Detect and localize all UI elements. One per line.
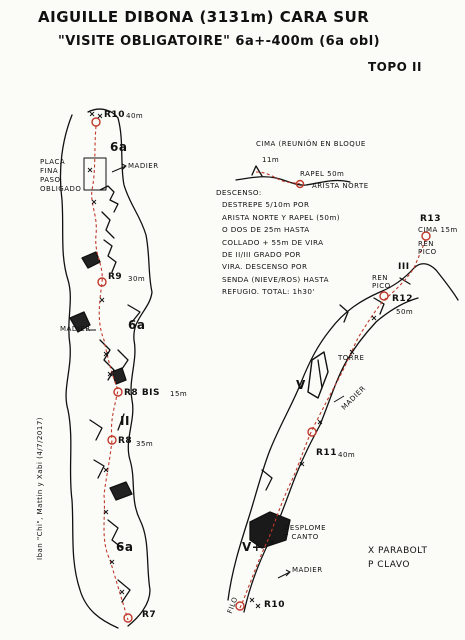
cima-length: 11m xyxy=(262,156,280,164)
belay-r10-right-label: R10 xyxy=(264,600,285,610)
placa-note: PLACA FINA PASO OBLIGADO xyxy=(40,158,82,193)
arista-label: ARISTA NORTE xyxy=(312,182,369,190)
placa-box xyxy=(83,157,107,191)
roman-v-label: V xyxy=(296,378,306,392)
roman-iii-label: III xyxy=(398,262,410,272)
ren-pico-lower: REN PICO xyxy=(372,274,391,290)
left-route xyxy=(91,125,129,621)
cima-label: CIMA (REUNIÓN EN BLOQUE xyxy=(256,140,366,148)
madier-mid-label: MADIER xyxy=(60,325,91,333)
vplus-label: V+ xyxy=(242,540,263,554)
topo-number: TOPO II xyxy=(368,60,422,74)
r13-note: CIMA 15m xyxy=(418,226,458,234)
belay-r12-length: 50m xyxy=(396,308,414,316)
madier-top-label: MADIER xyxy=(128,162,159,170)
ren-pico-upper: REN PICO xyxy=(418,240,437,256)
belay-r11-label: R11 xyxy=(316,448,337,458)
descent-instructions: DESCENSO: DESTREPE 5/10m POR ARISTA NORT… xyxy=(216,188,340,297)
left-wall-outline xyxy=(59,114,119,629)
belay-r7-label: R7 xyxy=(142,610,157,620)
belay-r8bis-label: R8 BIS xyxy=(124,388,161,398)
grade-top: 6a xyxy=(110,140,128,154)
vplus-block xyxy=(249,511,291,549)
belay-r8bis-length: 15m xyxy=(170,390,188,398)
climbers-credit: Iban "Chi", Mattin y Xabi (4/7/2017) xyxy=(36,416,44,560)
roman-ii-label: II xyxy=(120,414,130,428)
torre-label: TORRE xyxy=(338,354,365,362)
grade-mid: 6a xyxy=(128,318,146,332)
belay-r9-length: 30m xyxy=(128,275,146,283)
belay-r11-length: 40m xyxy=(338,451,356,459)
rapel-label: RAPEL 50m xyxy=(300,170,345,178)
left-wall-right-edge xyxy=(87,108,153,627)
torre-shape xyxy=(307,351,329,399)
page-title: AIGUILLE DIBONA (3131m) CARA SUR xyxy=(38,8,370,26)
right-route xyxy=(239,237,427,609)
belay-r8-label: R8 xyxy=(118,436,133,446)
belay-r8-length: 35m xyxy=(136,440,154,448)
descent-path xyxy=(255,171,301,185)
route-subtitle: "VISITE OBLIGATOIRE" 6a+-400m (6a obl) xyxy=(58,34,381,49)
belay-r10-length: 40m xyxy=(126,112,144,120)
grade-low: 6a xyxy=(116,540,134,554)
descent-ridge xyxy=(235,176,351,186)
belay-r12-label: R12 xyxy=(392,294,413,304)
belay-r13-label: R13 xyxy=(420,214,441,224)
desplome-note: DESPLOME Y CANTO xyxy=(284,524,327,541)
madier-low-label: MADIER xyxy=(292,566,323,574)
belay-r10-label: R10 xyxy=(104,110,125,120)
legend-clavo: P CLAVO xyxy=(368,560,410,570)
right-wall-outline xyxy=(227,263,459,601)
belay-r9-label: R9 xyxy=(108,272,123,282)
legend-parabolt: X PARABOLT xyxy=(368,546,428,556)
